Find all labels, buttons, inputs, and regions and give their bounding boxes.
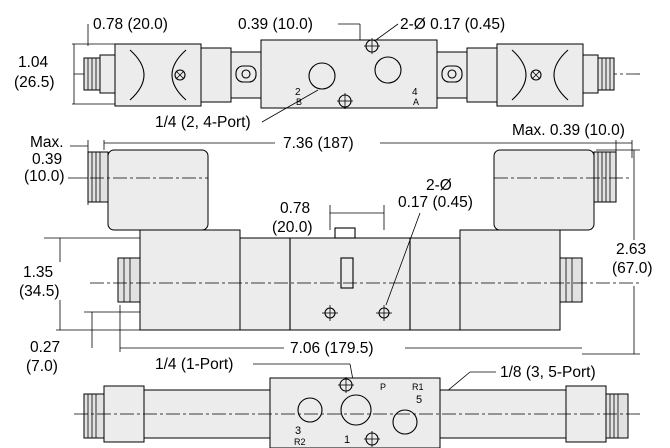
side-height-a: 2.63 — [616, 241, 646, 258]
side-max-b: 0.39 — [32, 151, 62, 168]
top-port-4-sub: A — [413, 97, 419, 107]
side-offset-a: 0.27 — [30, 339, 60, 356]
side-holes-a: 2-Ø — [426, 177, 452, 194]
side-holes-b: 0.17 (0.45) — [398, 194, 473, 211]
bottom-port-3-sub: R2 — [294, 437, 306, 447]
top-dim-width-top: 0.39 (10.0) — [238, 16, 313, 33]
bottom-port-1-note: 1/4 (1-Port) — [155, 356, 233, 373]
side-max-right: Max. 0.39 (10.0) — [512, 122, 625, 139]
top-port-4-label: 4 — [412, 87, 418, 98]
top-dim-height-a: 1.04 — [18, 54, 49, 71]
side-spacing-b: (20.0) — [272, 219, 313, 236]
side-body-length: 7.06 (179.5) — [290, 340, 374, 357]
top-port-2-sub: B — [296, 97, 302, 107]
bottom-port-1-label: 1 — [344, 434, 350, 446]
side-spacing-a: 0.78 — [280, 200, 310, 217]
top-dim-height-b: (26.5) — [14, 74, 55, 91]
top-view: 2 B 4 A 1.04 (26.5) 0.78 (20.0) 0.39 (10… — [14, 16, 640, 131]
bottom-port-35-note: 1/8 (3, 5-Port) — [500, 364, 596, 381]
bottom-port-5-sub: R1 — [412, 382, 424, 392]
side-max-c: (10.0) — [24, 168, 65, 185]
side-offset-b: (7.0) — [26, 358, 58, 375]
top-dim-width-left: 0.78 (20.0) — [93, 16, 168, 33]
side-height-b: (67.0) — [612, 260, 653, 277]
bottom-port-p-label: P — [380, 382, 386, 392]
top-port-2-label: 2 — [295, 87, 301, 98]
bottom-view: 1/4 (1-Port) 1/8 (3, 5-Port) 3 R2 1 P R1 — [74, 356, 640, 448]
side-base-b: (34.5) — [19, 283, 60, 300]
side-view: Max. 0.39 (10.0) 7.36 (187) Max. 0.39 (1… — [19, 122, 653, 375]
top-dim-holes: 2-Ø 0.17 (0.45) — [400, 16, 505, 33]
top-port-note: 1/4 (2, 4-Port) — [155, 114, 251, 131]
side-max-a: Max. — [30, 134, 64, 151]
side-base-a: 1.35 — [23, 264, 53, 281]
bottom-port-5-label: 5 — [416, 394, 422, 406]
side-overall-length: 7.36 (187) — [283, 135, 354, 152]
bottom-port-3-label: 3 — [295, 425, 301, 437]
